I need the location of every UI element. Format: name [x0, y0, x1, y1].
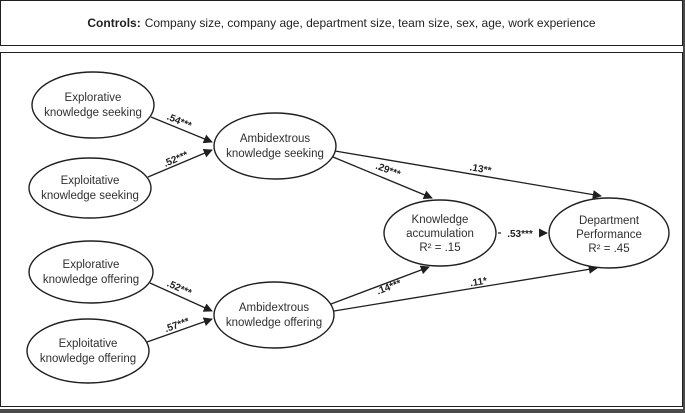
arrow-ambidextrous-offering-to-department-performance: [333, 264, 598, 312]
node-knowledge-accumulation: Knowledge accumulation R² = .15: [383, 199, 497, 267]
controls-text: Company size, company age, department si…: [144, 16, 596, 30]
ellipse-shape: [548, 197, 670, 269]
ellipse-shape: [213, 281, 335, 349]
arrow-ambidextrous-seeking-to-knowledge-accumulation: [332, 156, 433, 200]
node-ambidextrous-knowledge-offering: Ambidextrous knowledge offering: [213, 281, 335, 349]
node-r-squared: R² = .15: [419, 242, 460, 254]
coefficient-accumulation-to-performance: .53***: [507, 229, 533, 240]
ellipse-shape: [383, 199, 497, 267]
node-explorative-knowledge-offering: Explorative knowledge offering: [28, 240, 154, 304]
coefficient-offering-to-performance: .11*: [469, 276, 488, 290]
coefficient-backing: [501, 225, 539, 240]
coefficient-offering-to-accumulation: .14***: [375, 278, 403, 297]
controls-box: Controls: Company size, company age, dep…: [0, 0, 683, 46]
node-label-line: Explorative: [63, 259, 120, 271]
ellipse-shape: [213, 112, 337, 180]
node-label-line: Department: [579, 215, 640, 227]
node-label-line: Performance: [576, 229, 642, 241]
node-label-line: Exploitative: [59, 338, 118, 350]
node-ambidextrous-knowledge-seeking: Ambidextrous knowledge seeking: [213, 112, 337, 180]
arrow-ambidextrous-seeking-to-department-performance: [334, 150, 602, 200]
node-label-line: Ambidextrous: [239, 302, 310, 314]
node-exploitative-knowledge-seeking: Exploitative knowledge seeking: [28, 157, 152, 219]
node-label-line: knowledge seeking: [44, 107, 142, 119]
ellipse-shape: [28, 240, 154, 304]
node-label-line: knowledge offering: [43, 274, 139, 286]
arrow-explorative-seeking-to-ambidextrous-seeking: [150, 116, 213, 144]
coefficient-seeking-to-accumulation: .29***: [374, 161, 402, 180]
node-label-line: Explorative: [65, 92, 122, 104]
coefficient-exploitative-seeking: .52***: [162, 150, 190, 170]
coefficient-exploitative-offering: .57***: [163, 316, 191, 335]
model-diagram-box: .54*** .52*** .52*** .57*** .29*** .13**…: [0, 52, 683, 407]
ellipse-shape: [28, 157, 152, 219]
node-label-line: knowledge offering: [226, 317, 322, 329]
arrow-ambidextrous-offering-to-knowledge-accumulation: [330, 265, 430, 305]
coefficient-seeking-to-performance: .13**: [469, 162, 492, 176]
node-label-line: Exploitative: [61, 175, 120, 187]
ellipse-shape: [26, 318, 150, 384]
ellipse-shape: [31, 71, 155, 139]
arrow-explorative-offering-to-ambidextrous-offering: [149, 282, 213, 312]
path-model-diagram: .54*** .52*** .52*** .57*** .29*** .13**…: [26, 71, 670, 384]
controls-label: Controls:: [87, 16, 141, 30]
node-explorative-knowledge-seeking: Explorative knowledge seeking: [31, 71, 155, 139]
node-label-line: Ambidextrous: [240, 133, 311, 145]
node-label-line: knowledge offering: [40, 353, 136, 365]
node-label-line: Knowledge: [412, 214, 469, 226]
node-exploitative-knowledge-offering: Exploitative knowledge offering: [26, 318, 150, 384]
arrow-exploitative-offering-to-ambidextrous-offering: [146, 317, 213, 343]
node-r-squared: R² = .45: [588, 243, 629, 255]
node-label-line: accumulation: [406, 228, 474, 240]
node-department-performance: Department Performance R² = .45: [548, 197, 670, 269]
node-label-line: knowledge seeking: [41, 190, 139, 202]
arrow-exploitative-seeking-to-ambidextrous-seeking: [147, 148, 213, 178]
node-label-line: knowledge seeking: [226, 148, 324, 160]
